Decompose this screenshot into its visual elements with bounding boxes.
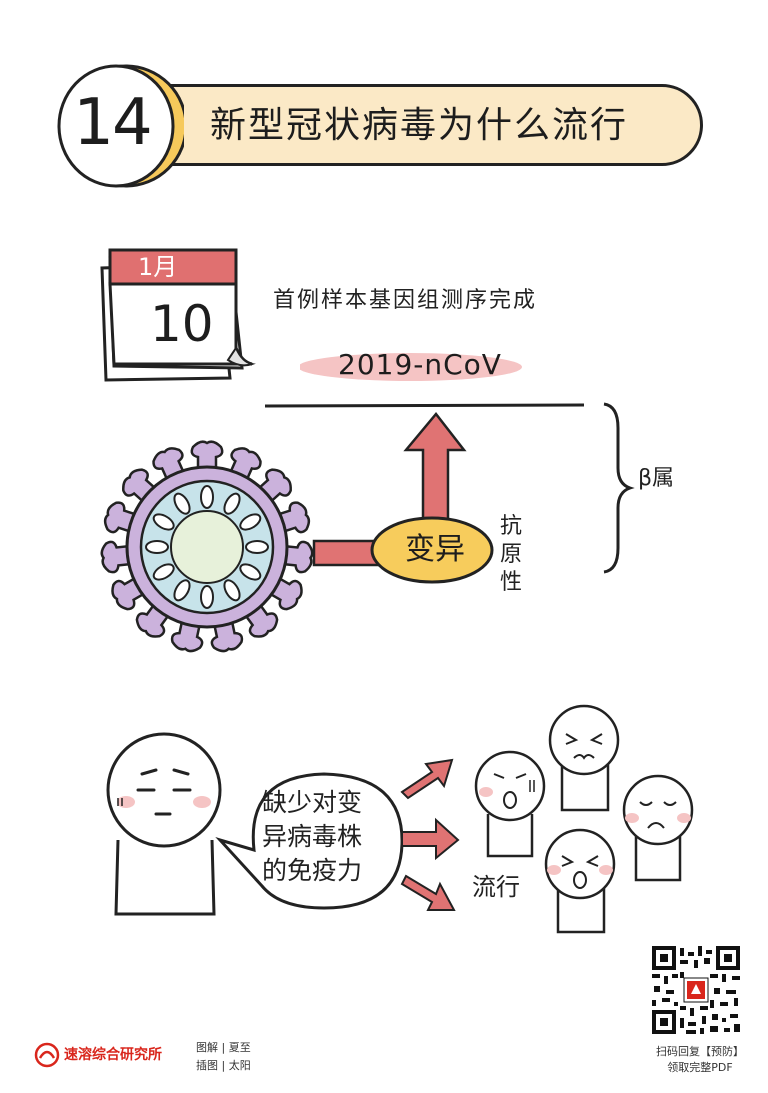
section-number: 14 [73, 86, 152, 160]
divider-line [264, 403, 585, 408]
mutation-ellipse [370, 516, 494, 584]
number-badge [57, 64, 184, 188]
antigenicity-char-2: 原 [500, 542, 523, 567]
title-banner [125, 84, 703, 166]
calendar-day: 10 [150, 295, 214, 353]
spread-arrows [400, 758, 460, 911]
page-title: 新型冠状病毒为什么流行 [210, 105, 629, 146]
sequencing-caption: 首例样本基因组测序完成 [273, 288, 538, 313]
org-name: 速溶综合研究所 [64, 1047, 162, 1063]
crowd-icon [474, 704, 694, 934]
bubble-line-3: 的免疫力 [262, 856, 363, 885]
credit-illustration: 图解 | 夏至 [196, 1041, 251, 1054]
antigenicity-char-3: 性 [500, 570, 523, 595]
qr-instruction-line-2: 领取完整PDF [667, 1061, 733, 1074]
brace [603, 402, 635, 574]
qr-code-icon [650, 944, 742, 1036]
bubble-line-2: 异病毒株 [262, 822, 363, 851]
spread-label: 流行 [472, 873, 520, 901]
mutation-label: 变异 [405, 532, 465, 567]
calendar-month: 1月 [138, 253, 178, 281]
person-left [106, 732, 222, 916]
qr-instruction-line-1: 扫码回复【预防】 [656, 1045, 744, 1058]
antigenicity-char-1: 抗 [500, 514, 523, 539]
bubble-line-1: 缺少对变 [262, 788, 363, 817]
virus-name: 2019-nCoV [338, 348, 502, 381]
genus-label: β属 [638, 466, 675, 491]
mutation-arrows [312, 412, 467, 567]
calendar-icon [100, 248, 256, 382]
org-logo-icon [34, 1042, 60, 1068]
highlight-swash [300, 353, 522, 381]
credit-drawing: 插图 | 太阳 [196, 1059, 251, 1072]
virus-icon [100, 440, 314, 653]
